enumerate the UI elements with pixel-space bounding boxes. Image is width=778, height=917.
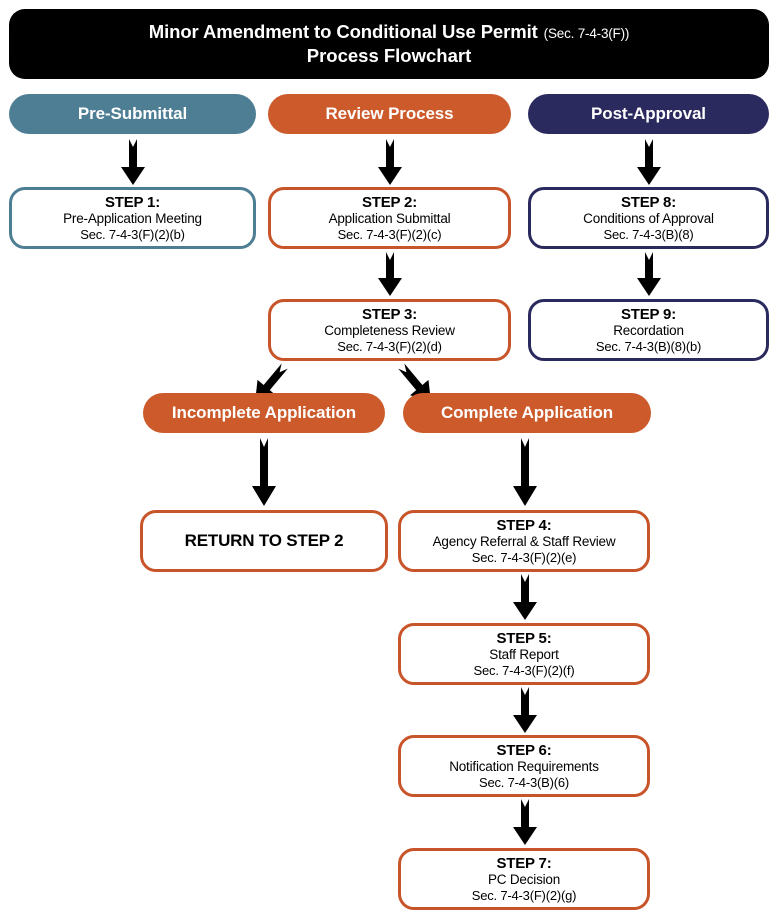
arrow-step3-to-complete xyxy=(393,362,443,410)
column-header-pre-submittal: Pre-Submittal xyxy=(9,94,256,134)
node-label: RETURN TO STEP 2 xyxy=(184,531,344,551)
step-title: STEP 7: xyxy=(496,854,552,872)
column-header-label: Review Process xyxy=(325,104,454,123)
node-step-5: STEP 5: Staff Report Sec. 7-4-3(F)(2)(f) xyxy=(398,623,650,685)
step-title: STEP 3: xyxy=(361,305,417,323)
step-description: Completeness Review xyxy=(324,323,455,339)
step-citation: Sec. 7-4-3(B)(8)(b) xyxy=(595,338,702,354)
node-label: Incomplete Application xyxy=(171,403,357,422)
arrow-review-to-step2 xyxy=(375,139,405,187)
step-citation: Sec. 7-4-3(F)(2)(f) xyxy=(473,662,575,678)
node-label: Complete Application xyxy=(440,403,614,422)
node-step-1: STEP 1: Pre-Application Meeting Sec. 7-4… xyxy=(9,187,256,249)
node-return-to-step-2: RETURN TO STEP 2 xyxy=(140,510,388,572)
node-incomplete-application: Incomplete Application xyxy=(143,393,385,433)
column-header-label: Post-Approval xyxy=(591,104,706,123)
step-citation: Sec. 7-4-3(F)(2)(c) xyxy=(337,226,442,242)
step-title: STEP 6: xyxy=(496,741,552,759)
step-citation: Sec. 7-4-3(F)(2)(g) xyxy=(471,887,577,903)
node-step-2: STEP 2: Application Submittal Sec. 7-4-3… xyxy=(268,187,511,249)
step-citation: Sec. 7-4-3(F)(2)(b) xyxy=(80,226,185,242)
arrow-presubmittal-to-step1 xyxy=(118,139,148,187)
node-step-8: STEP 8: Conditions of Approval Sec. 7-4-… xyxy=(528,187,769,249)
arrow-step2-to-step3 xyxy=(375,252,405,298)
step-description: Notification Requirements xyxy=(449,759,599,775)
step-title: STEP 1: xyxy=(104,193,160,211)
step-title: STEP 2: xyxy=(361,193,417,211)
node-complete-application: Complete Application xyxy=(403,393,651,433)
arrow-incomplete-to-return xyxy=(249,438,279,508)
column-header-review-process: Review Process xyxy=(268,94,511,134)
chart-title-section-ref: (Sec. 7-4-3(F)) xyxy=(543,26,630,42)
step-description: Pre-Application Meeting xyxy=(63,211,202,227)
step-description: Agency Referral & Staff Review xyxy=(432,534,616,550)
column-header-post-approval: Post-Approval xyxy=(528,94,769,134)
arrow-step8-to-step9 xyxy=(634,252,664,298)
node-step-9: STEP 9: Recordation Sec. 7-4-3(B)(8)(b) xyxy=(528,299,769,361)
step-title: STEP 4: xyxy=(496,516,552,534)
arrow-step4-to-step5 xyxy=(510,574,540,622)
step-description: PC Decision xyxy=(487,872,561,888)
step-description: Recordation xyxy=(613,323,684,339)
node-step-7: STEP 7: PC Decision Sec. 7-4-3(F)(2)(g) xyxy=(398,848,650,910)
step-citation: Sec. 7-4-3(B)(6) xyxy=(479,774,569,790)
step-description: Staff Report xyxy=(489,647,559,663)
arrow-step3-to-incomplete xyxy=(243,362,293,410)
column-header-label: Pre-Submittal xyxy=(77,104,188,123)
step-title: STEP 9: xyxy=(620,305,676,323)
step-citation: Sec. 7-4-3(F)(2)(e) xyxy=(471,549,577,565)
arrow-step5-to-step6 xyxy=(510,687,540,735)
step-description: Application Submittal xyxy=(328,211,451,227)
node-step-3: STEP 3: Completeness Review Sec. 7-4-3(F… xyxy=(268,299,511,361)
chart-title-subtitle: Process Flowchart xyxy=(306,45,472,66)
step-description: Conditions of Approval xyxy=(583,211,714,227)
arrow-step6-to-step7 xyxy=(510,799,540,847)
step-title: STEP 8: xyxy=(620,193,676,211)
chart-title-banner: Minor Amendment to Conditional Use Permi… xyxy=(9,9,769,79)
chart-title-line1: Minor Amendment to Conditional Use Permi… xyxy=(148,21,630,43)
arrow-postapproval-to-step8 xyxy=(634,139,664,187)
step-title: STEP 5: xyxy=(496,629,552,647)
step-citation: Sec. 7-4-3(B)(8) xyxy=(603,226,694,242)
arrow-complete-to-step4 xyxy=(510,438,540,508)
chart-title-main: Minor Amendment to Conditional Use Permi… xyxy=(148,21,538,43)
node-step-6: STEP 6: Notification Requirements Sec. 7… xyxy=(398,735,650,797)
step-citation: Sec. 7-4-3(F)(2)(d) xyxy=(337,338,442,354)
node-step-4: STEP 4: Agency Referral & Staff Review S… xyxy=(398,510,650,572)
